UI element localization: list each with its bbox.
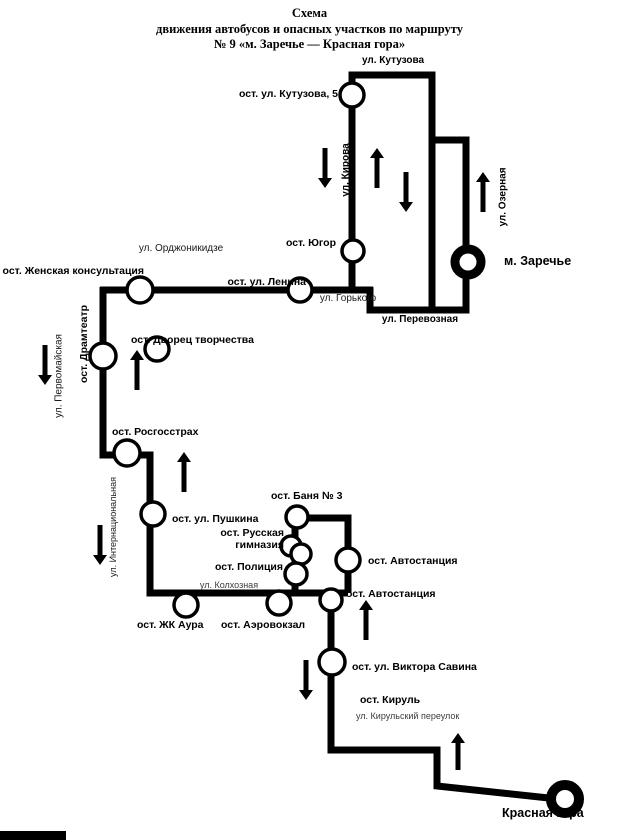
terminal-label-krasnaya-gora: Красная гора (502, 806, 584, 820)
stop-circle-avtostantsiya-2 (318, 587, 344, 613)
direction-arrow-up-avtostantsiya (359, 600, 373, 640)
stop-circle-zhk-aura (172, 591, 200, 619)
title-line-3: № 9 «м. Заречье — Красная гора» (213, 37, 406, 52)
title-line-2: движения автобусов и опасных участков по… (156, 21, 463, 36)
stop-circle-rosgosstrah (112, 438, 142, 468)
stop-label-zhenskaya: ост. Женская консультация (2, 265, 144, 277)
direction-arrow-up-kirova (370, 148, 384, 188)
stop-circle-lenina (286, 276, 314, 304)
stop-circle-zhenskaya (125, 275, 155, 305)
route-line-south-trunk (327, 593, 559, 803)
street-label-ordzhonikidze: ул. Орджоникидзе (138, 243, 224, 254)
route-line-zarechye-loop (366, 136, 470, 314)
direction-arrow-down-savina (299, 660, 313, 700)
stop-circle-dramteatr (88, 341, 118, 371)
direction-arrow-up-kirul (451, 733, 465, 770)
stop-label-zhk-aura: ост. ЖК Аура (137, 619, 204, 631)
direction-arrow-up-pervomayskaya (130, 350, 144, 390)
street-label-kutuzova: ул. Кутузова (361, 55, 425, 66)
street-label-kirova: ул. Кирова (340, 143, 352, 197)
street-label-gorkogo: ул. Горького (319, 293, 377, 304)
route-line-west-trunk (99, 287, 348, 597)
street-label-perevoznaya: ул. Перевозная (381, 314, 459, 325)
street-label-ozernaya: ул. Озерная (497, 167, 509, 227)
stop-circle-pushkina (139, 500, 167, 528)
terminal-circle-zarechye (450, 244, 486, 280)
scan-artifact-bar (0, 831, 66, 840)
direction-arrow-down-pervomayskaya (38, 345, 52, 385)
stop-label-avtostantsiya-1: ост. Автостанция (368, 555, 458, 567)
stop-label-kutuzova5: ост. ул. Кутузова, 5 (238, 88, 338, 100)
direction-arrow-down-internatsionalnaya (93, 525, 107, 565)
stop-label-gimnaziya: ост. Русская гимназия (220, 527, 284, 551)
direction-arrow-up-ozernaya (476, 172, 490, 212)
street-label-kirulsky: ул. Кирульский переулок (356, 711, 460, 721)
direction-arrow-down-kirova (318, 148, 332, 188)
title-line-1: Схема (291, 6, 328, 20)
stop-label-viktora-savina: ост. ул. Виктора Савина (352, 661, 477, 673)
stop-label-rosgosstrah: ост. Росгосстрах (112, 426, 199, 438)
street-label-internatsionalnaya: ул. Интернациональная (107, 477, 118, 577)
street-label-kolkhoznaya: ул. Колхозная (199, 580, 259, 590)
stop-circle-avtostantsiya-1 (334, 546, 362, 574)
stop-label-lenina: ост. ул. Ленина (227, 276, 306, 288)
stop-circle-dvorets (143, 335, 171, 363)
stop-label-yugor: ост. Югор (285, 237, 336, 249)
stop-label-politsiya: ост. Полиция (214, 561, 283, 573)
stop-circle-gimnaziya-2 (289, 542, 313, 566)
stop-label-dvorets: ост. Дворец творчества (131, 334, 254, 346)
terminal-circle-krasnaya-gora (546, 780, 584, 818)
street-label-pervomayskaya: ул. Первомайская (53, 334, 65, 418)
stop-label-aerovokzal: ост. Аэровокзал (221, 619, 306, 631)
stop-circle-politsiya (283, 561, 309, 587)
stop-label-kirul: ост. Кируль (360, 694, 421, 706)
stop-label-avtostantsiya-2: ост. Автостанция (346, 588, 436, 600)
stop-label-banya: ост. Баня № 3 (271, 490, 343, 502)
direction-arrow-down-zarechye (399, 172, 413, 212)
stop-label-dramteatr: ост. Драмтеатр (78, 304, 91, 384)
terminal-label-zarechye: м. Заречье (504, 254, 572, 268)
stop-circle-kutuzova5 (338, 81, 366, 109)
page-title: Схема движения автобусов и опасных участ… (0, 6, 619, 53)
stop-circle-yugor (340, 238, 366, 264)
stop-circle-viktora-savina (317, 647, 347, 677)
direction-arrow-up-internatsionalnaya (177, 452, 191, 492)
stop-circle-aerovokzal (265, 589, 293, 617)
stop-label-pushkina: ост. ул. Пушкина (172, 513, 259, 525)
stop-circle-banya (284, 504, 310, 530)
route-line-kirova-kutuzova (348, 71, 436, 310)
